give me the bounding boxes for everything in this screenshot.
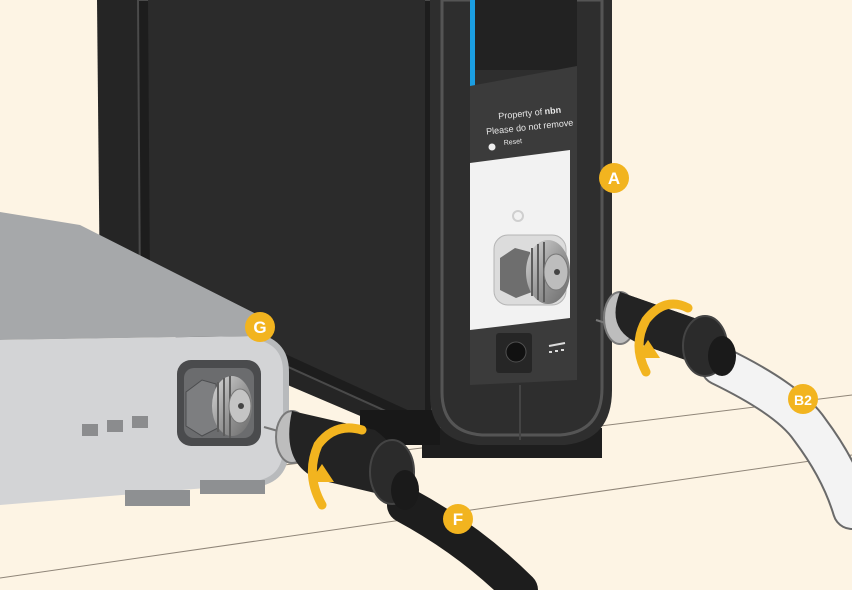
device-top-panel — [470, 0, 577, 70]
power-port — [496, 333, 532, 373]
callout-f: F — [443, 504, 473, 534]
status-light-strip — [470, 0, 475, 86]
reset-button[interactable] — [489, 144, 496, 151]
box-indicator-light — [82, 424, 98, 436]
box-indicator-light — [107, 420, 123, 432]
svg-text:G: G — [253, 318, 266, 337]
callout-b2: B2 — [788, 384, 818, 414]
callout-g: G — [245, 312, 275, 342]
box-foot — [200, 480, 265, 494]
svg-text:B2: B2 — [794, 392, 812, 408]
box-coax-socket — [177, 360, 261, 446]
box-indicator-light — [132, 416, 148, 428]
svg-text:A: A — [608, 169, 620, 188]
box-foot — [125, 490, 190, 506]
device-coax-socket — [494, 235, 570, 305]
callout-a: A — [599, 163, 629, 193]
svg-text:F: F — [453, 510, 463, 529]
